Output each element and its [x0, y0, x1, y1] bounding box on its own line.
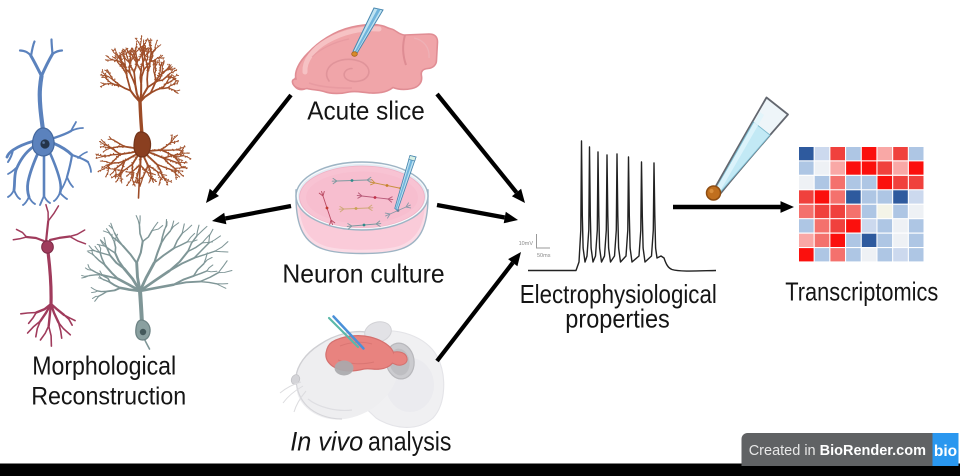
- svg-text:analysis: analysis: [368, 427, 452, 457]
- svg-text:Neuron culture: Neuron culture: [282, 258, 444, 288]
- svg-text:50ms: 50ms: [537, 253, 551, 259]
- svg-text:Transcriptomics: Transcriptomics: [785, 277, 938, 307]
- svg-text:bio: bio: [934, 443, 957, 460]
- svg-text:Acute slice: Acute slice: [307, 96, 425, 126]
- svg-text:Morphological: Morphological: [32, 351, 176, 381]
- svg-text:In vivo: In vivo: [290, 427, 363, 457]
- svg-text:10mV: 10mV: [519, 241, 534, 247]
- svg-text:Electrophysiological: Electrophysiological: [520, 279, 717, 309]
- svg-text:Reconstruction: Reconstruction: [31, 382, 186, 410]
- svg-text:properties: properties: [565, 304, 670, 334]
- svg-text:Created in BioRender.com: Created in BioRender.com: [749, 443, 926, 459]
